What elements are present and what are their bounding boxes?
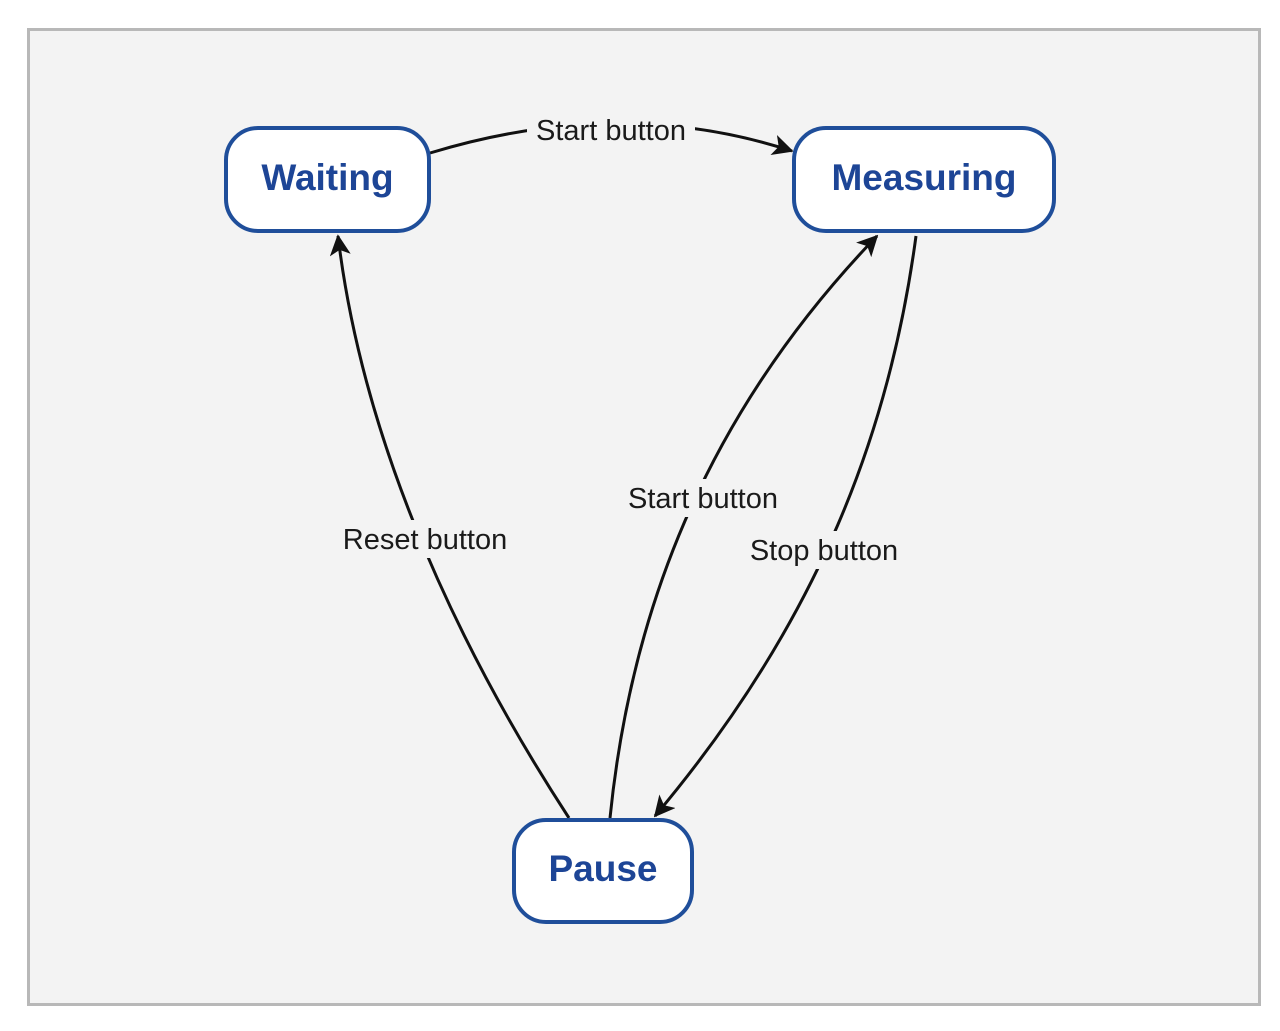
edge-label-start-middle: Start button — [618, 479, 788, 517]
edge-label-reset: Reset button — [331, 520, 519, 558]
state-label: Measuring — [831, 157, 1016, 198]
edge-label-text: Start button — [628, 483, 778, 515]
edge-label-text: Start button — [536, 115, 686, 147]
edge-label-start-top: Start button — [527, 113, 695, 147]
state-waiting: Waiting — [224, 126, 431, 233]
edge-pause-to-measuring — [608, 234, 879, 819]
state-measuring: Measuring — [792, 126, 1056, 233]
edge-measuring-to-pause — [653, 235, 918, 818]
state-label: Pause — [548, 848, 657, 889]
state-pause: Pause — [512, 818, 694, 924]
edge-label-text: Reset button — [343, 524, 507, 556]
edge-label-stop: Stop button — [739, 531, 909, 569]
state-label: Waiting — [261, 157, 393, 198]
edge-label-text: Stop button — [750, 535, 898, 567]
